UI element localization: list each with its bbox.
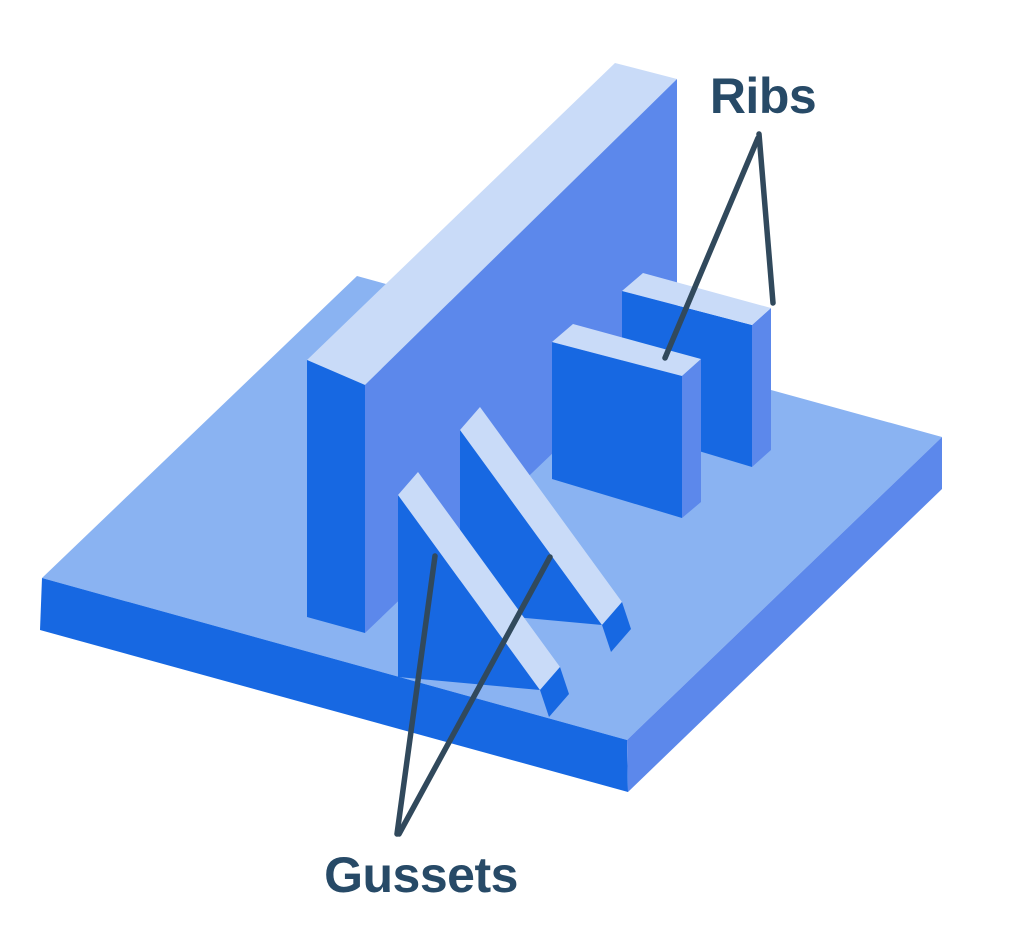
rib1-front-face xyxy=(552,342,682,518)
ribs-leader-right xyxy=(756,131,776,306)
base-left-face xyxy=(40,578,628,792)
gusset2-top-face xyxy=(460,407,622,625)
rib2-top-face xyxy=(622,273,771,325)
ribs-leader-left xyxy=(662,135,761,361)
rib1-top-face xyxy=(552,324,701,376)
rib2-side-face xyxy=(752,308,771,467)
wall-end-face xyxy=(307,360,365,633)
gusset1-foot-face xyxy=(540,667,569,717)
gussets-label: Gussets xyxy=(324,847,518,903)
wall-top-face xyxy=(307,63,677,385)
gussets-leader-right xyxy=(396,554,553,837)
gusset1-top-face xyxy=(398,472,560,690)
wall-front-face xyxy=(365,79,677,633)
gusset2-foot-face xyxy=(602,602,631,652)
rib1-side-face xyxy=(682,359,701,518)
base-right-face xyxy=(627,437,942,792)
gussets-leader-left xyxy=(394,553,438,837)
ribs-label: Ribs xyxy=(709,68,817,124)
